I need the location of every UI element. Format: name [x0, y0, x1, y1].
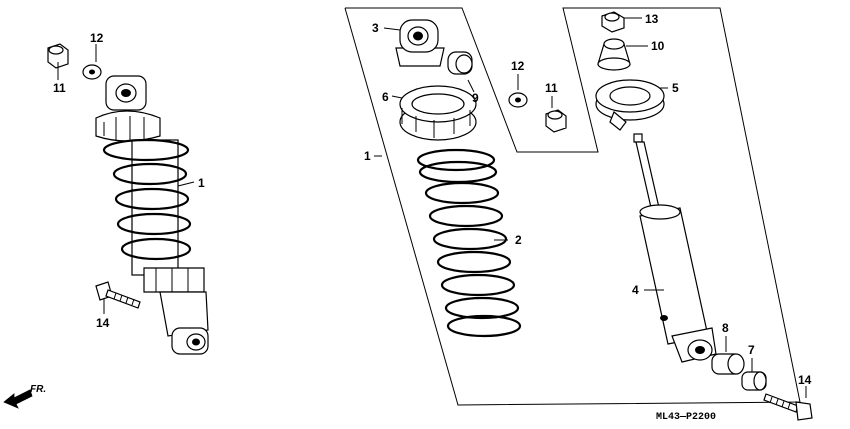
callout-right-bolt: 14: [798, 373, 812, 387]
callout-spring-seat: 6: [382, 90, 389, 104]
callout-damper: 4: [632, 283, 639, 297]
left-nut-part: [47, 43, 69, 69]
callout-labels: 11 12 1 14 3 6 9 12 11 1 2 13 10 5 4 8 7…: [53, 12, 812, 387]
top-nut-part: [601, 11, 625, 33]
diagram-code: ML43—P2200: [656, 412, 716, 423]
center-washer-part: [508, 92, 528, 108]
left-washer-part: [82, 64, 102, 80]
callout-center-washer: 12: [511, 59, 525, 73]
callout-left-bolt: 14: [96, 316, 110, 330]
upper-collar-part: [447, 51, 473, 75]
leader-lines: [57, 17, 807, 398]
callout-lower-collar: 7: [748, 343, 755, 357]
assembled-spring: [102, 138, 192, 261]
callout-left-nut: 11: [53, 81, 66, 95]
left-bolt-part: [95, 281, 141, 309]
stopper-part: [595, 79, 665, 131]
front-arrow-icon: [3, 389, 33, 409]
damper-part: [633, 133, 717, 363]
front-label: FR.: [30, 384, 46, 395]
lower-bushing-part: [711, 353, 745, 375]
bump-rubber-part: [597, 38, 631, 71]
assembled-shock-absorber: [95, 75, 209, 355]
callout-spring: 2: [515, 233, 522, 247]
upper-rubber-mount-part: [395, 19, 445, 67]
spring-seat-ring-part: [399, 85, 477, 141]
callout-left-washer: 12: [90, 31, 104, 45]
callout-bump-rubber: 10: [651, 39, 665, 53]
callout-stopper: 5: [672, 81, 679, 95]
callout-left-assembly: 1: [198, 176, 205, 190]
assembly-group-outline: [344, 7, 801, 406]
lower-collar-part: [741, 371, 767, 391]
right-bolt-part: [763, 393, 813, 421]
front-direction-indicator: FR.: [3, 384, 46, 409]
spring-part: [416, 148, 522, 338]
callout-upper-collar: 9: [472, 91, 479, 105]
center-nut-part: [545, 109, 567, 133]
callout-assembly-group: 1: [364, 149, 371, 163]
callout-center-nut: 11: [545, 81, 558, 95]
callout-lower-bushing: 8: [722, 321, 729, 335]
callout-top-nut: 13: [645, 12, 659, 26]
callout-upper-rubber: 3: [372, 21, 379, 35]
